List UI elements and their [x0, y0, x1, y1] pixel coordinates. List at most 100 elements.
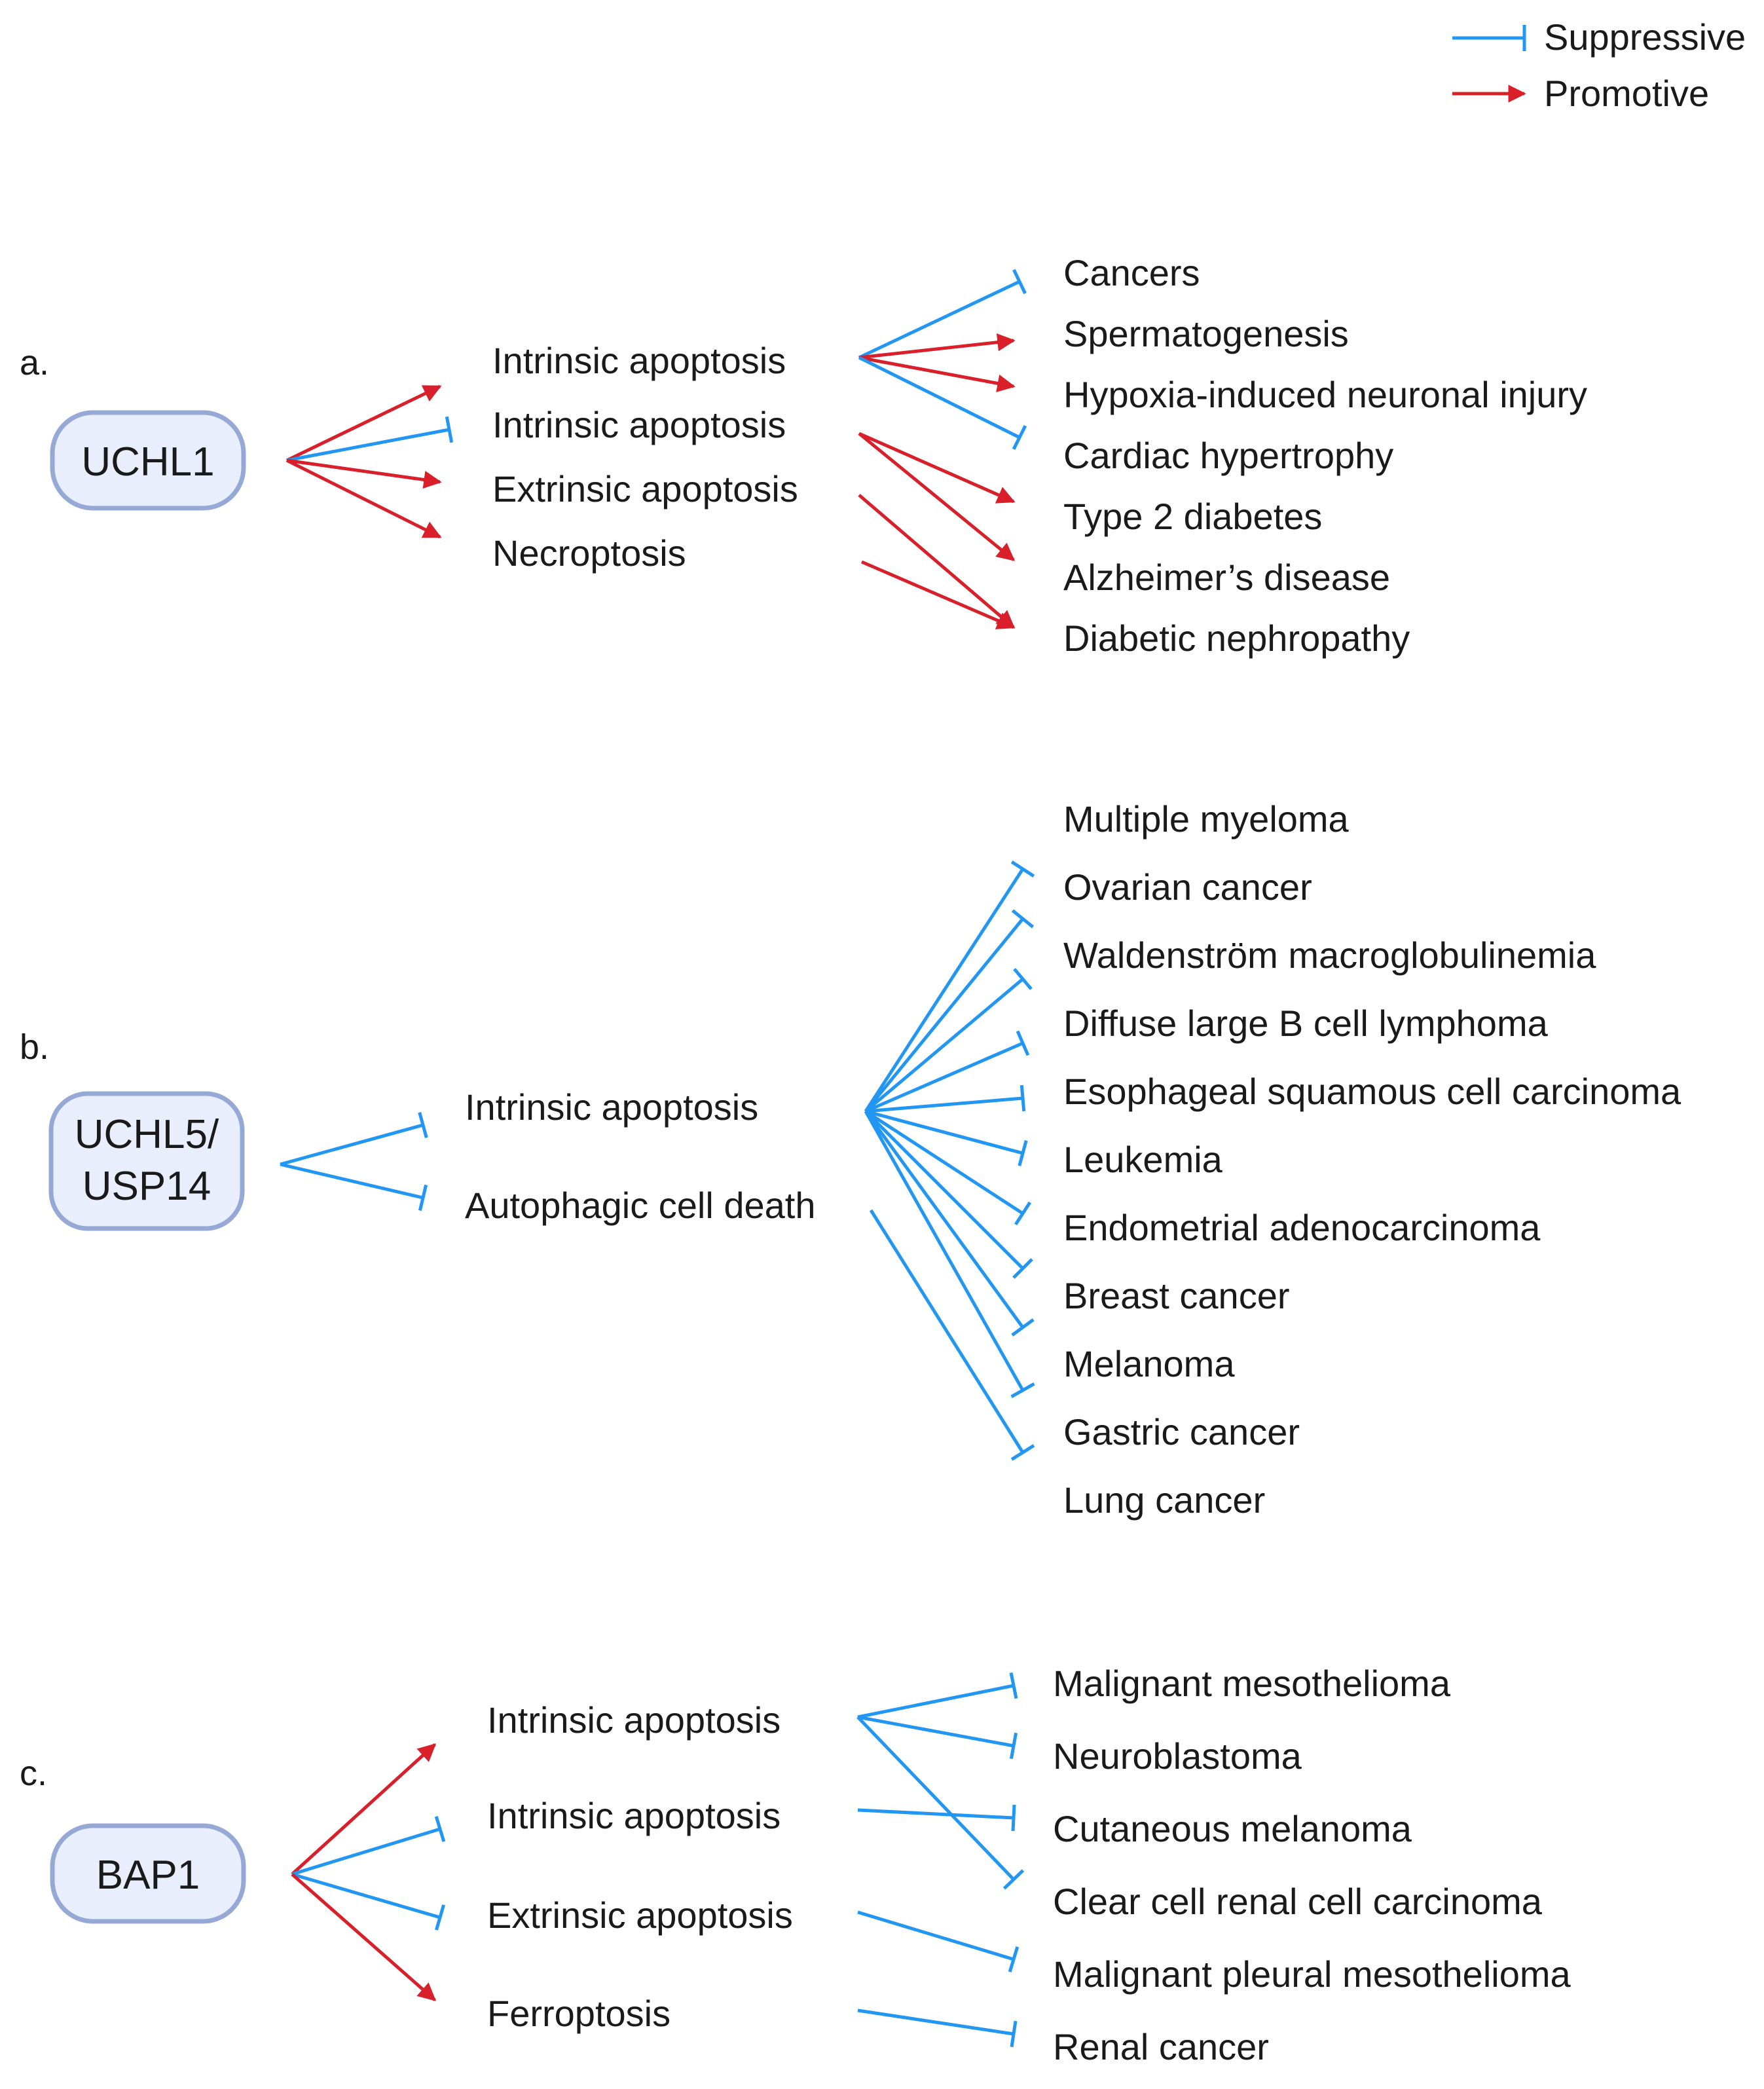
- panel-c-node-label: BAP1: [96, 1853, 200, 1898]
- panel-c-outcome-1: Malignant mesothelioma: [1053, 1663, 1451, 1704]
- panel-a-mechanism-3: Extrinsic apoptosis: [492, 468, 798, 509]
- panel-c-mechanism-3: Extrinsic apoptosis: [487, 1895, 793, 1936]
- edge-b-mech2-to-lung: [869, 1209, 1025, 1454]
- panel-b-outcome-11: Lung cancer: [1063, 1479, 1265, 1521]
- edge-b-to-lung-bar: [1010, 1382, 1035, 1398]
- edge-c-node-to-mech-4: [291, 1873, 437, 2001]
- panel-b-letter: b.: [20, 1027, 49, 1067]
- panel-c-mechanism-2: Intrinsic apoptosis: [487, 1795, 781, 1836]
- edge-c-mech2-to-cutaneous-bar: [1011, 1804, 1016, 1832]
- edge-b-to-endometrial-bar: [1018, 1140, 1028, 1166]
- edge-a-mech2-to-alzheimers: [858, 432, 1016, 561]
- panel-c: c. BAP1 Intrinsic apoptosis Intrinsic ap…: [20, 1663, 1571, 2067]
- edge-b-node-to-mech-2: [280, 1162, 424, 1200]
- edge-b-to-escc: [865, 1041, 1023, 1113]
- panel-b-outcome-10: Gastric cancer: [1063, 1411, 1300, 1452]
- panel-a-node-box: [50, 410, 246, 511]
- edge-c-mech3-to-pleural: [857, 1910, 1014, 1961]
- edge-a-node-to-mech-2: [286, 428, 450, 462]
- panel-b-outcome-4: Diffuse large B cell lymphoma: [1063, 1003, 1549, 1044]
- edge-b-to-leukemia: [865, 1096, 1023, 1113]
- panel-a-letter: a.: [20, 343, 49, 382]
- edge-c-mech2-to-cutaneous: [857, 1808, 1014, 1820]
- edge-b-to-waldenstrom-bar: [1011, 909, 1035, 929]
- edge-b-to-escc-bar: [1016, 1030, 1030, 1056]
- edge-b-to-breast-bar: [1014, 1201, 1031, 1226]
- edge-b-to-lung: [864, 1110, 1025, 1392]
- edge-c-node-to-mech-1: [291, 1743, 437, 1876]
- panel-c-outcome-3: Cutaneous melanoma: [1053, 1808, 1412, 1849]
- panel-b-outcome-9: Melanoma: [1063, 1343, 1235, 1384]
- edge-b-mech2-to-lung-bar: [1010, 1444, 1035, 1461]
- edge-b-to-ovarian-bar: [1010, 860, 1035, 878]
- panel-a-node-label: UCHL1: [81, 439, 214, 485]
- edge-b-mech-2-bar: [418, 1184, 428, 1211]
- edge-a-mech1-to-hypoxia: [858, 356, 1016, 392]
- panel-a: a. UCHL1 Intrinsic apoptosis Intrinsic a…: [20, 252, 1587, 659]
- panel-b-outcome-1: Multiple myeloma: [1063, 798, 1350, 840]
- panel-c-mechanism-4: Ferroptosis: [487, 1993, 671, 2034]
- edge-b-to-waldenstrom: [864, 917, 1024, 1113]
- edge-a-mech3-to-nephropathy: [858, 494, 1016, 629]
- edge-b-to-breast: [864, 1109, 1024, 1215]
- panel-a-mechanism-2: Intrinsic apoptosis: [492, 404, 786, 445]
- panel-b-outcome-8: Breast cancer: [1063, 1275, 1290, 1316]
- legend-promotive-label: Promotive: [1544, 73, 1709, 114]
- panel-b-node-label-line2: USP14: [83, 1164, 211, 1209]
- panel-c-letter: c.: [20, 1754, 47, 1793]
- edge-c-to-neuroblastoma-bar: [1009, 1732, 1018, 1760]
- edge-c-mech3-to-pleural-bar: [1008, 1946, 1020, 1972]
- edge-b-to-melanoma: [864, 1110, 1024, 1270]
- panel-b-outcome-2: Ovarian cancer: [1063, 866, 1312, 908]
- panel-c-outcome-5: Malignant pleural mesothelioma: [1053, 1953, 1571, 1995]
- panel-c-outcome-2: Neuroblastoma: [1053, 1735, 1302, 1777]
- edge-a-mech1-to-cancers: [858, 280, 1021, 360]
- panel-a-outcome-7: Diabetic nephropathy: [1063, 618, 1410, 659]
- edge-b-to-dlbcl: [864, 978, 1024, 1113]
- panel-b: b. UCHL5/ USP14 Intrinsic apoptosis Auto…: [20, 798, 1681, 1521]
- edge-a-mech1-to-cardiac-bar: [1012, 424, 1027, 451]
- panel-a-mechanism-4: Necroptosis: [492, 532, 686, 574]
- panel-b-node-label-line1: UCHL5/: [75, 1112, 219, 1157]
- panel-a-outcome-4: Cardiac hypertrophy: [1063, 435, 1393, 476]
- edge-b-to-gastric-bar: [1011, 1318, 1035, 1337]
- edge-c-to-malignant-mesothelioma-bar: [1009, 1672, 1018, 1699]
- edge-a-mech1-to-cancers-bar: [1012, 268, 1027, 295]
- panel-b-outcome-6: Leukemia: [1063, 1139, 1223, 1180]
- edge-a-node-to-mech-1: [285, 384, 442, 462]
- edge-b-to-endometrial: [865, 1109, 1023, 1155]
- panel-a-outcome-6: Alzheimer’s disease: [1063, 557, 1390, 598]
- panel-c-outcome-4: Clear cell renal cell carcinoma: [1053, 1881, 1543, 1922]
- edge-a-node-to-mech-4: [285, 458, 442, 539]
- edge-b-node-to-mech-1: [280, 1123, 424, 1166]
- panel-b-mechanism-1: Intrinsic apoptosis: [465, 1086, 758, 1128]
- edge-b-to-gastric: [864, 1110, 1025, 1329]
- edge-a-mech2-to-diabetes: [858, 432, 1016, 504]
- panel-b-node-box: [48, 1091, 245, 1231]
- panel-a-mechanism-1: Intrinsic apoptosis: [492, 340, 786, 381]
- legend-suppressive-label: Suppressive: [1544, 16, 1746, 58]
- edge-c-mech4-to-renal-bar: [1010, 2020, 1018, 2048]
- edge-a-node-to-mech-3: [286, 458, 442, 489]
- edge-b-to-melanoma-bar: [1012, 1258, 1033, 1279]
- panel-a-outcome-1: Cancers: [1063, 252, 1200, 293]
- edge-c-node-to-mech-3: [291, 1872, 441, 1919]
- panel-a-outcome-5: Type 2 diabetes: [1063, 496, 1322, 537]
- panel-b-outcome-5: Esophageal squamous cell carcinoma: [1063, 1071, 1681, 1112]
- edge-c-mech4-to-renal: [857, 2008, 1014, 2036]
- edge-c-mech-3-bar: [435, 1904, 445, 1931]
- panel-a-outcome-2: Spermatogenesis: [1063, 313, 1349, 354]
- edge-a-mech1-to-cardiac: [858, 356, 1021, 439]
- legend: Suppressive Promotive: [1452, 16, 1746, 114]
- panel-c-outcome-6: Renal cancer: [1053, 2026, 1269, 2067]
- edge-c-node-to-mech-2: [291, 1827, 441, 1876]
- panel-a-outcome-3: Hypoxia-induced neuronal injury: [1063, 374, 1587, 415]
- edge-c-mech-2-bar: [434, 1816, 446, 1842]
- panel-b-outcome-7: Endometrial adenocarcinoma: [1063, 1207, 1541, 1248]
- edge-b-to-dlbcl-bar: [1013, 968, 1033, 990]
- edge-b-mech-1-bar: [418, 1112, 428, 1138]
- panel-b-outcome-3: Waldenström macroglobulinemia: [1063, 934, 1596, 976]
- panel-c-mechanism-1: Intrinsic apoptosis: [487, 1699, 781, 1741]
- panel-c-node-box: [50, 1823, 246, 1924]
